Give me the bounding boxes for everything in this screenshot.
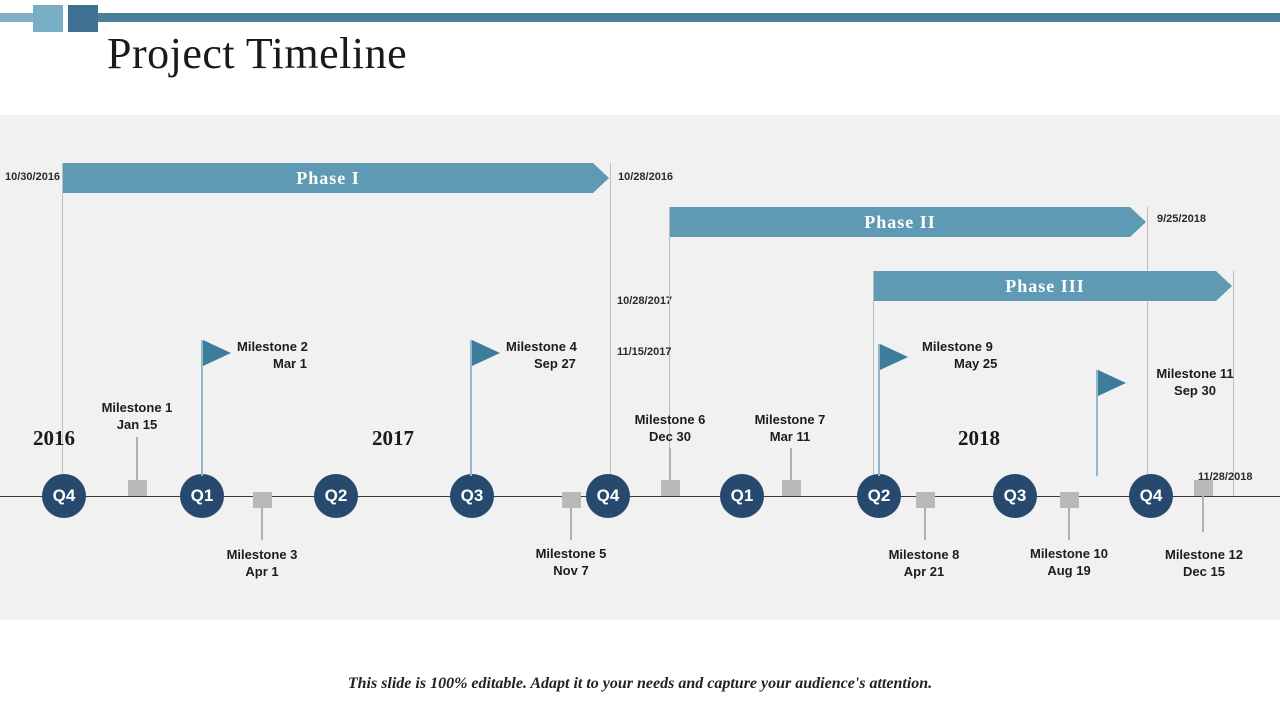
phase-bar-3[interactable]: Phase III (874, 271, 1216, 301)
timeline-panel (0, 115, 1280, 620)
milestone-10-date: Aug 19 (1047, 563, 1091, 578)
milestone-2-label: Milestone 2 Mar 1 (237, 338, 387, 372)
phase-1-start-date: 10/30/2016 (5, 171, 61, 183)
milestone-1-name: Milestone 1 (101, 400, 173, 415)
phase-bar-1[interactable]: Phase I (63, 163, 593, 193)
milestone-12-name: Milestone 12 (1164, 547, 1244, 562)
quarter-node-2[interactable]: Q1 (180, 474, 224, 518)
milestone-7-date: Mar 11 (769, 429, 811, 444)
milestone-3-label: Milestone 3 Apr 1 (201, 546, 323, 580)
phase-bar-2-arrow (1130, 207, 1146, 237)
year-label-2017: 2017 (372, 426, 414, 450)
milestone-4-name: Milestone 4 (506, 339, 577, 354)
milestone-6-stem (669, 448, 671, 481)
milestone-2-flag[interactable] (203, 340, 231, 366)
milestone-12-stem (1202, 496, 1204, 532)
quarter-node-1[interactable]: Q4 (42, 474, 86, 518)
phase-bar-1-arrow (593, 163, 609, 193)
quarter-node-9[interactable]: Q4 (1129, 474, 1173, 518)
milestone-12-date: Dec 15 (1183, 564, 1225, 579)
header-dark-bar (97, 13, 1280, 22)
milestone-12-marker[interactable] (1194, 480, 1213, 496)
quarter-node-3[interactable]: Q2 (314, 474, 358, 518)
milestone-7-label: Milestone 7 Mar 11 (729, 411, 851, 445)
milestone-9-flag[interactable] (880, 344, 908, 370)
phase-1-end-date: 10/28/2016 (618, 171, 674, 183)
year-label-2018: 2018 (958, 426, 1000, 450)
phase-3-end-connector (1233, 271, 1234, 496)
milestone-6-marker[interactable] (661, 480, 680, 496)
timeline-axis (0, 496, 1280, 497)
milestone-10-name: Milestone 10 (1029, 546, 1109, 561)
milestone-11-flag[interactable] (1098, 370, 1126, 396)
phase-bar-3-arrow (1216, 271, 1232, 301)
quarter-node-7[interactable]: Q2 (857, 474, 901, 518)
footer-note: This slide is 100% editable. Adapt it to… (347, 675, 933, 692)
milestone-8-stem (924, 508, 926, 540)
phase-2-end-date: 9/25/2018 (1157, 213, 1206, 225)
milestone-5-date: Nov 7 (553, 563, 589, 578)
milestone-9-label: Milestone 9 May 25 (922, 338, 1072, 372)
milestone-9-date: May 25 (954, 356, 998, 371)
milestone-6-date: Dec 30 (649, 429, 691, 444)
milestone-1-label: Milestone 1 Jan 15 (76, 399, 198, 433)
milestone-3-stem (261, 508, 263, 540)
milestone-2-pole (201, 340, 203, 476)
milestone-5-label: Milestone 5 Nov 7 (510, 545, 632, 579)
milestone-4-pole (470, 340, 472, 476)
phase-2-end-connector (1147, 207, 1148, 496)
phase-3-start-connector (873, 271, 874, 496)
milestone-12-label: Milestone 12 Dec 15 (1140, 546, 1268, 580)
quarter-node-4[interactable]: Q3 (450, 474, 494, 518)
milestone-6-label: Milestone 6 Dec 30 (609, 411, 731, 445)
milestone-8-name: Milestone 8 (888, 547, 960, 562)
milestone-4-date: Sep 27 (534, 356, 576, 371)
milestone-3-date: Apr 1 (245, 564, 279, 579)
phase-bar-2[interactable]: Phase II (670, 207, 1130, 237)
milestone-11-name: Milestone 11 (1156, 366, 1234, 381)
milestone-9-pole (878, 344, 880, 476)
phase-1-end-connector (610, 163, 611, 496)
phase-1-start-connector (62, 163, 63, 496)
header-decoration (0, 0, 1280, 36)
phase-2-start-date: 10/28/2017 (617, 295, 673, 307)
milestone-5-stem (570, 508, 572, 540)
milestone-7-marker[interactable] (782, 480, 801, 496)
year-label-2016: 2016 (33, 426, 75, 450)
milestone-8-marker[interactable] (916, 492, 935, 508)
milestone-3-name: Milestone 3 (226, 547, 298, 562)
page-title: Project Timeline (107, 29, 408, 78)
header-dark-square (68, 5, 98, 32)
milestone-10-label: Milestone 10 Aug 19 (1005, 545, 1133, 579)
milestone-4-flag[interactable] (472, 340, 500, 366)
milestone-8-label: Milestone 8 Apr 21 (863, 546, 985, 580)
milestone-2-date: Mar 1 (273, 356, 307, 371)
milestone-7-stem (790, 448, 792, 481)
milestone-10-stem (1068, 508, 1070, 540)
milestone-11-pole (1096, 370, 1098, 476)
phase-3-start-date: 11/15/2017 (617, 346, 672, 358)
milestone-1-marker[interactable] (128, 480, 147, 496)
milestone-9-name: Milestone 9 (922, 339, 993, 354)
milestone-3-marker[interactable] (253, 492, 272, 508)
phase-2-start-connector (669, 207, 670, 496)
milestone-5-name: Milestone 5 (535, 546, 607, 561)
milestone-11-date: Sep 30 (1174, 383, 1216, 398)
milestone-1-stem (136, 437, 138, 481)
milestone-11-label: Milestone 11 Sep 30 (1131, 365, 1259, 399)
milestone-7-name: Milestone 7 (754, 412, 826, 427)
milestone-6-name: Milestone 6 (634, 412, 706, 427)
milestone-2-name: Milestone 2 (237, 339, 308, 354)
quarter-node-6[interactable]: Q1 (720, 474, 764, 518)
milestone-5-marker[interactable] (562, 492, 581, 508)
milestone-4-label: Milestone 4 Sep 27 (506, 338, 656, 372)
milestone-10-marker[interactable] (1060, 492, 1079, 508)
quarter-node-5[interactable]: Q4 (586, 474, 630, 518)
header-light-square (33, 5, 63, 32)
milestone-1-date: Jan 15 (116, 417, 158, 432)
quarter-node-8[interactable]: Q3 (993, 474, 1037, 518)
milestone-8-date: Apr 21 (903, 564, 945, 579)
header-light-bar (0, 13, 40, 22)
